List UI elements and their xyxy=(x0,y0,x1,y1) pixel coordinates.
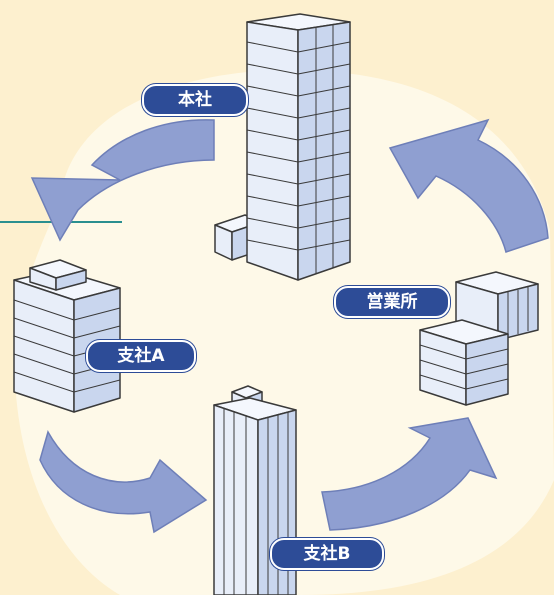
sales-office-building xyxy=(419,271,539,406)
arrow-branch-b-to-sales xyxy=(321,417,498,531)
label-headquarters: 本社 xyxy=(142,84,248,116)
arrow-branch-a-to-branch-b xyxy=(39,430,208,534)
arrow-sales-to-hq xyxy=(388,118,549,253)
label-branch-a: 支社A xyxy=(86,340,196,372)
label-branch-b: 支社B xyxy=(270,538,384,570)
headquarters-building xyxy=(214,13,351,281)
label-sales-office: 営業所 xyxy=(334,286,450,318)
arrow-hq-to-branch-a xyxy=(30,119,215,242)
branch-a-building xyxy=(13,259,121,413)
